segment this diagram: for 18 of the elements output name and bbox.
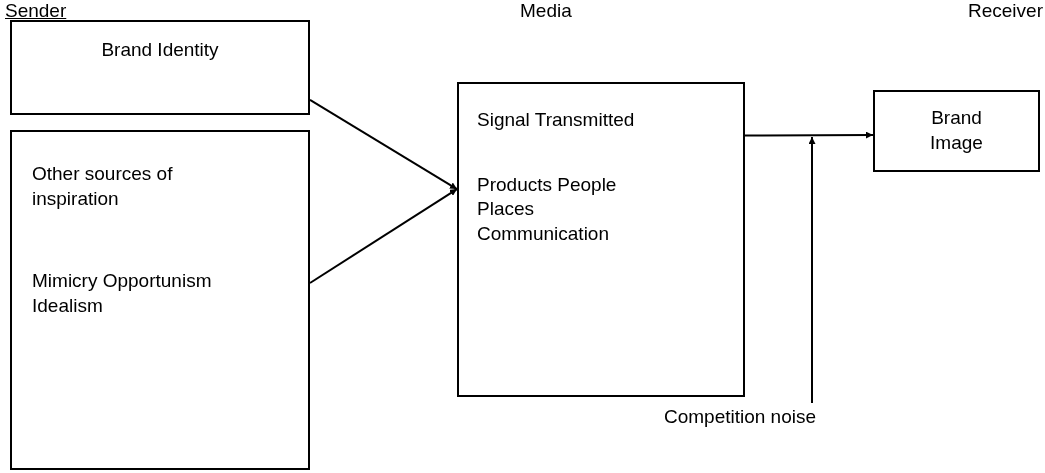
- process-box: [457, 82, 745, 397]
- column-heading: Media: [520, 0, 572, 22]
- arrow: [309, 98, 458, 191]
- node-text: Other sources of inspiration: [32, 162, 174, 211]
- node-text: Competition noise: [663, 405, 817, 429]
- node-text: Brand Image: [929, 106, 984, 155]
- process-box: [10, 130, 310, 470]
- node-text: Mimicry Opportunism Idealism: [32, 269, 213, 319]
- arrow: [744, 131, 874, 139]
- node-text: Products People Places Communication: [477, 172, 618, 247]
- arrow: [808, 136, 816, 404]
- process-box: [873, 90, 1040, 172]
- column-heading: Receiver: [968, 0, 1043, 22]
- node-text: Signal Transmitted: [477, 108, 635, 132]
- process-box: [10, 20, 310, 115]
- column-heading: Sender: [5, 0, 67, 22]
- node-text: Brand Identity: [101, 38, 219, 62]
- arrow: [309, 188, 458, 284]
